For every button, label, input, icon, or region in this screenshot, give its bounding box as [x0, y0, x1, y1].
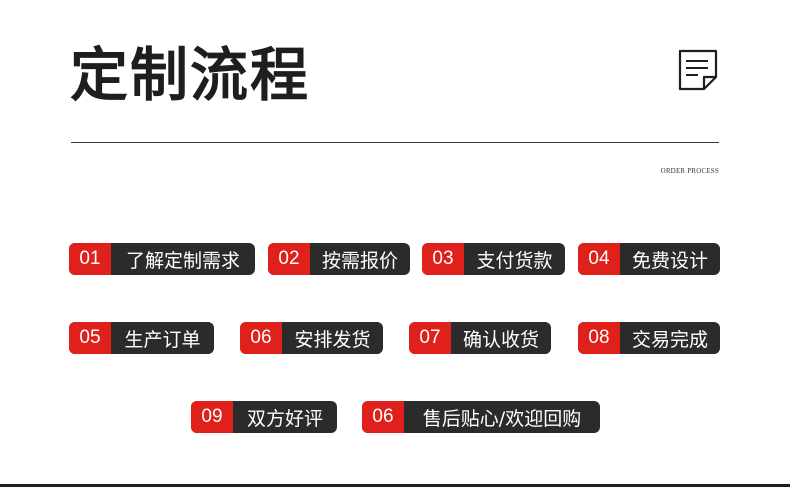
step-label: 交易完成: [631, 328, 708, 351]
step-label: 了解定制需求: [125, 249, 240, 272]
step-label: 双方好评: [246, 407, 323, 430]
step-9: 09 双方好评: [191, 401, 337, 433]
step-number: 03: [422, 243, 464, 275]
step-4: 04 免费设计: [578, 243, 720, 275]
step-label: 安排发货: [294, 328, 371, 351]
step-number: 07: [409, 322, 451, 354]
step-3: 03 支付货款: [422, 243, 565, 275]
step-number: 01: [69, 243, 111, 275]
step-5: 05 生产订单: [69, 322, 214, 354]
step-label: 确认收货: [462, 328, 539, 351]
page-title: 定制流程: [70, 41, 311, 109]
step-1: 01 了解定制需求: [69, 243, 255, 275]
step-number: 06: [240, 322, 282, 354]
page-subtitle: ORDER PROCESS: [660, 167, 719, 175]
step-number: 06: [362, 401, 404, 433]
step-10: 06 售后贴心/欢迎回购: [362, 401, 600, 433]
step-8: 08 交易完成: [578, 322, 720, 354]
header-divider: [71, 142, 719, 143]
step-label: 售后贴心/欢迎回购: [422, 407, 582, 430]
step-number: 08: [578, 322, 620, 354]
step-label: 生产订单: [124, 328, 201, 351]
step-number: 04: [578, 243, 620, 275]
step-6: 06 安排发货: [240, 322, 383, 354]
step-number: 09: [191, 401, 233, 433]
step-7: 07 确认收货: [409, 322, 551, 354]
step-number: 05: [69, 322, 111, 354]
step-number: 02: [268, 243, 310, 275]
bottom-border: [0, 484, 790, 487]
document-icon: [678, 49, 718, 91]
step-label: 免费设计: [631, 249, 708, 272]
step-label: 支付货款: [476, 249, 553, 272]
step-2: 02 按需报价: [268, 243, 410, 275]
step-label: 按需报价: [321, 249, 398, 272]
